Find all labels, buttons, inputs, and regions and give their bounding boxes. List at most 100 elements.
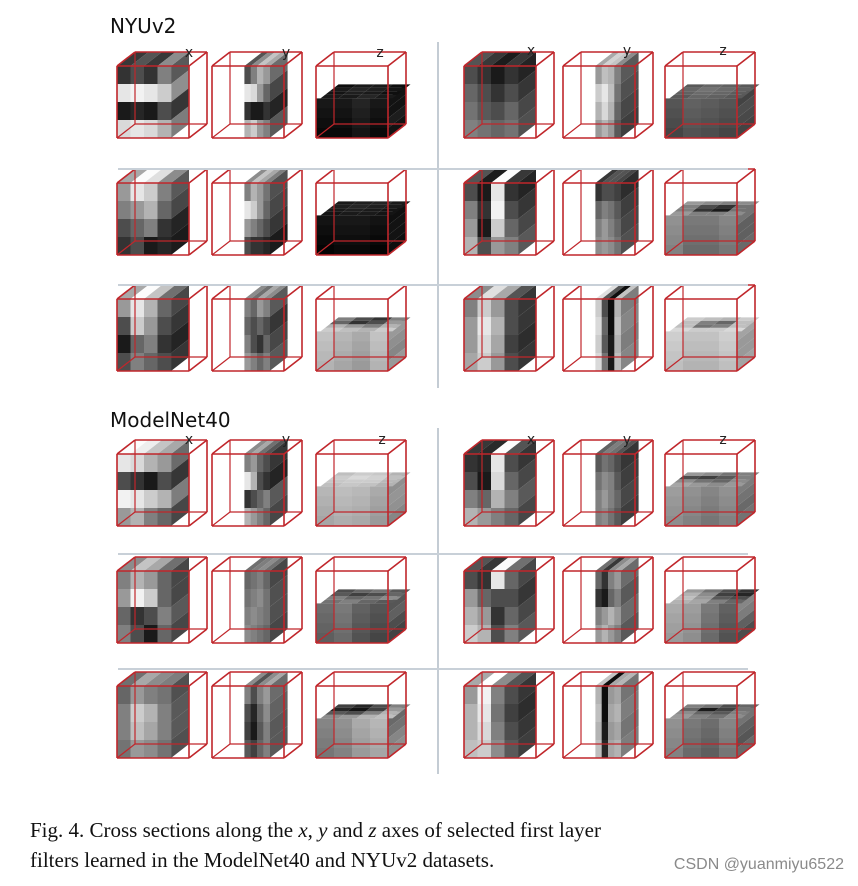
filter-voxel xyxy=(250,317,258,336)
filter-voxel xyxy=(320,94,343,99)
filter-voxel xyxy=(250,299,258,318)
filter-voxel xyxy=(692,479,715,483)
filter-voxel xyxy=(157,285,189,299)
cube-edge xyxy=(634,511,654,527)
filter-voxel xyxy=(365,204,388,209)
filter-voxel xyxy=(504,672,536,686)
filter-voxel xyxy=(269,440,288,472)
filter-voxel xyxy=(719,331,738,342)
filter-voxel xyxy=(130,84,145,103)
filter-voxel xyxy=(614,625,621,644)
filter-voxel xyxy=(334,351,353,362)
filter-voxel xyxy=(464,672,496,686)
filter-voxel xyxy=(491,84,505,103)
filter-voxel xyxy=(620,205,639,237)
filter-voxel xyxy=(250,454,258,473)
filter-voxel xyxy=(263,317,270,336)
filter-voxel xyxy=(683,341,702,352)
filter-voxel xyxy=(250,625,258,644)
cube-edge-hidden xyxy=(211,356,231,372)
filter-voxel xyxy=(683,589,706,593)
filter-voxel xyxy=(117,454,131,473)
filter-voxel xyxy=(674,324,697,328)
filter-voxel xyxy=(334,603,353,614)
filter-voxel xyxy=(595,454,603,473)
figure-caption: Fig. 4. Cross sections along the x, y an… xyxy=(30,815,845,875)
filter-voxel xyxy=(518,440,536,472)
filter-voxel xyxy=(244,335,252,354)
filter-voxel xyxy=(250,589,258,608)
filter-voxel xyxy=(595,219,603,238)
filter-cube-z xyxy=(664,168,760,256)
filter-voxel xyxy=(714,707,737,712)
filter-voxel xyxy=(737,502,755,526)
filter-voxel xyxy=(614,508,621,527)
cube-edge xyxy=(283,284,303,300)
filter-voxel xyxy=(683,496,702,507)
filter-voxel xyxy=(665,225,684,236)
filter-voxel xyxy=(683,317,706,321)
filter-voxel xyxy=(491,490,505,509)
filter-voxel xyxy=(692,208,715,212)
filter-voxel xyxy=(608,219,615,238)
filter-voxel xyxy=(608,472,615,491)
filter-voxel xyxy=(620,557,639,589)
filter-voxel xyxy=(379,91,402,95)
filter-voxel xyxy=(719,98,738,109)
divider-horizontal xyxy=(118,284,748,286)
cube-edge xyxy=(188,168,208,184)
cube-edge-hidden xyxy=(315,356,335,372)
filter-voxel xyxy=(719,496,738,507)
filter-voxel xyxy=(352,235,371,246)
filter-voxel xyxy=(504,704,519,723)
filter-voxel xyxy=(250,557,275,571)
filter-voxel xyxy=(608,722,615,741)
filter-voxel xyxy=(334,516,353,527)
filter-voxel xyxy=(491,201,505,220)
filter-voxel xyxy=(244,84,252,103)
filter-voxel xyxy=(595,686,603,705)
filter-voxel xyxy=(674,208,697,212)
filter-voxel xyxy=(130,740,145,759)
filter-voxel xyxy=(334,738,353,749)
filter-voxel xyxy=(325,479,348,483)
filter-voxel xyxy=(518,285,536,317)
filter-voxel xyxy=(250,740,258,759)
filter-voxel xyxy=(250,353,258,372)
filter-voxel xyxy=(701,486,720,497)
cube-edge xyxy=(562,284,582,300)
filter-voxel xyxy=(361,208,384,212)
caption-var-y: y xyxy=(318,818,328,842)
cube-edge xyxy=(387,671,407,687)
filter-voxel xyxy=(719,506,738,517)
filter-voxel xyxy=(334,728,353,739)
filter-voxel xyxy=(687,714,710,719)
filter-voxel xyxy=(683,235,702,246)
filter-voxel xyxy=(701,738,720,749)
filter-voxel xyxy=(491,589,505,608)
filter-voxel xyxy=(477,237,492,256)
filter-voxel xyxy=(130,201,145,220)
cube-edge xyxy=(736,743,756,759)
axis-label-x-nyuv2-left: x xyxy=(184,45,194,61)
filter-voxel xyxy=(117,120,131,139)
filter-voxel xyxy=(316,613,335,624)
filter-voxel xyxy=(257,66,264,85)
filter-voxel xyxy=(614,704,621,723)
filter-voxel xyxy=(614,672,639,686)
filter-voxel xyxy=(696,87,719,92)
filter-voxel xyxy=(347,707,370,712)
cube-edge xyxy=(736,284,756,300)
filter-voxel xyxy=(263,335,270,354)
filter-cube-x xyxy=(463,284,555,372)
filter-voxel xyxy=(316,98,335,109)
axis-label-x-nyuv2-right: x xyxy=(526,43,536,59)
filter-voxel xyxy=(320,714,343,719)
filter-voxel xyxy=(601,52,626,66)
filter-voxel xyxy=(171,593,189,625)
filter-voxel xyxy=(144,490,158,509)
filter-voxel xyxy=(130,454,145,473)
filter-voxel xyxy=(464,299,478,318)
filter-voxel xyxy=(117,285,149,299)
filter-voxel xyxy=(491,571,505,590)
